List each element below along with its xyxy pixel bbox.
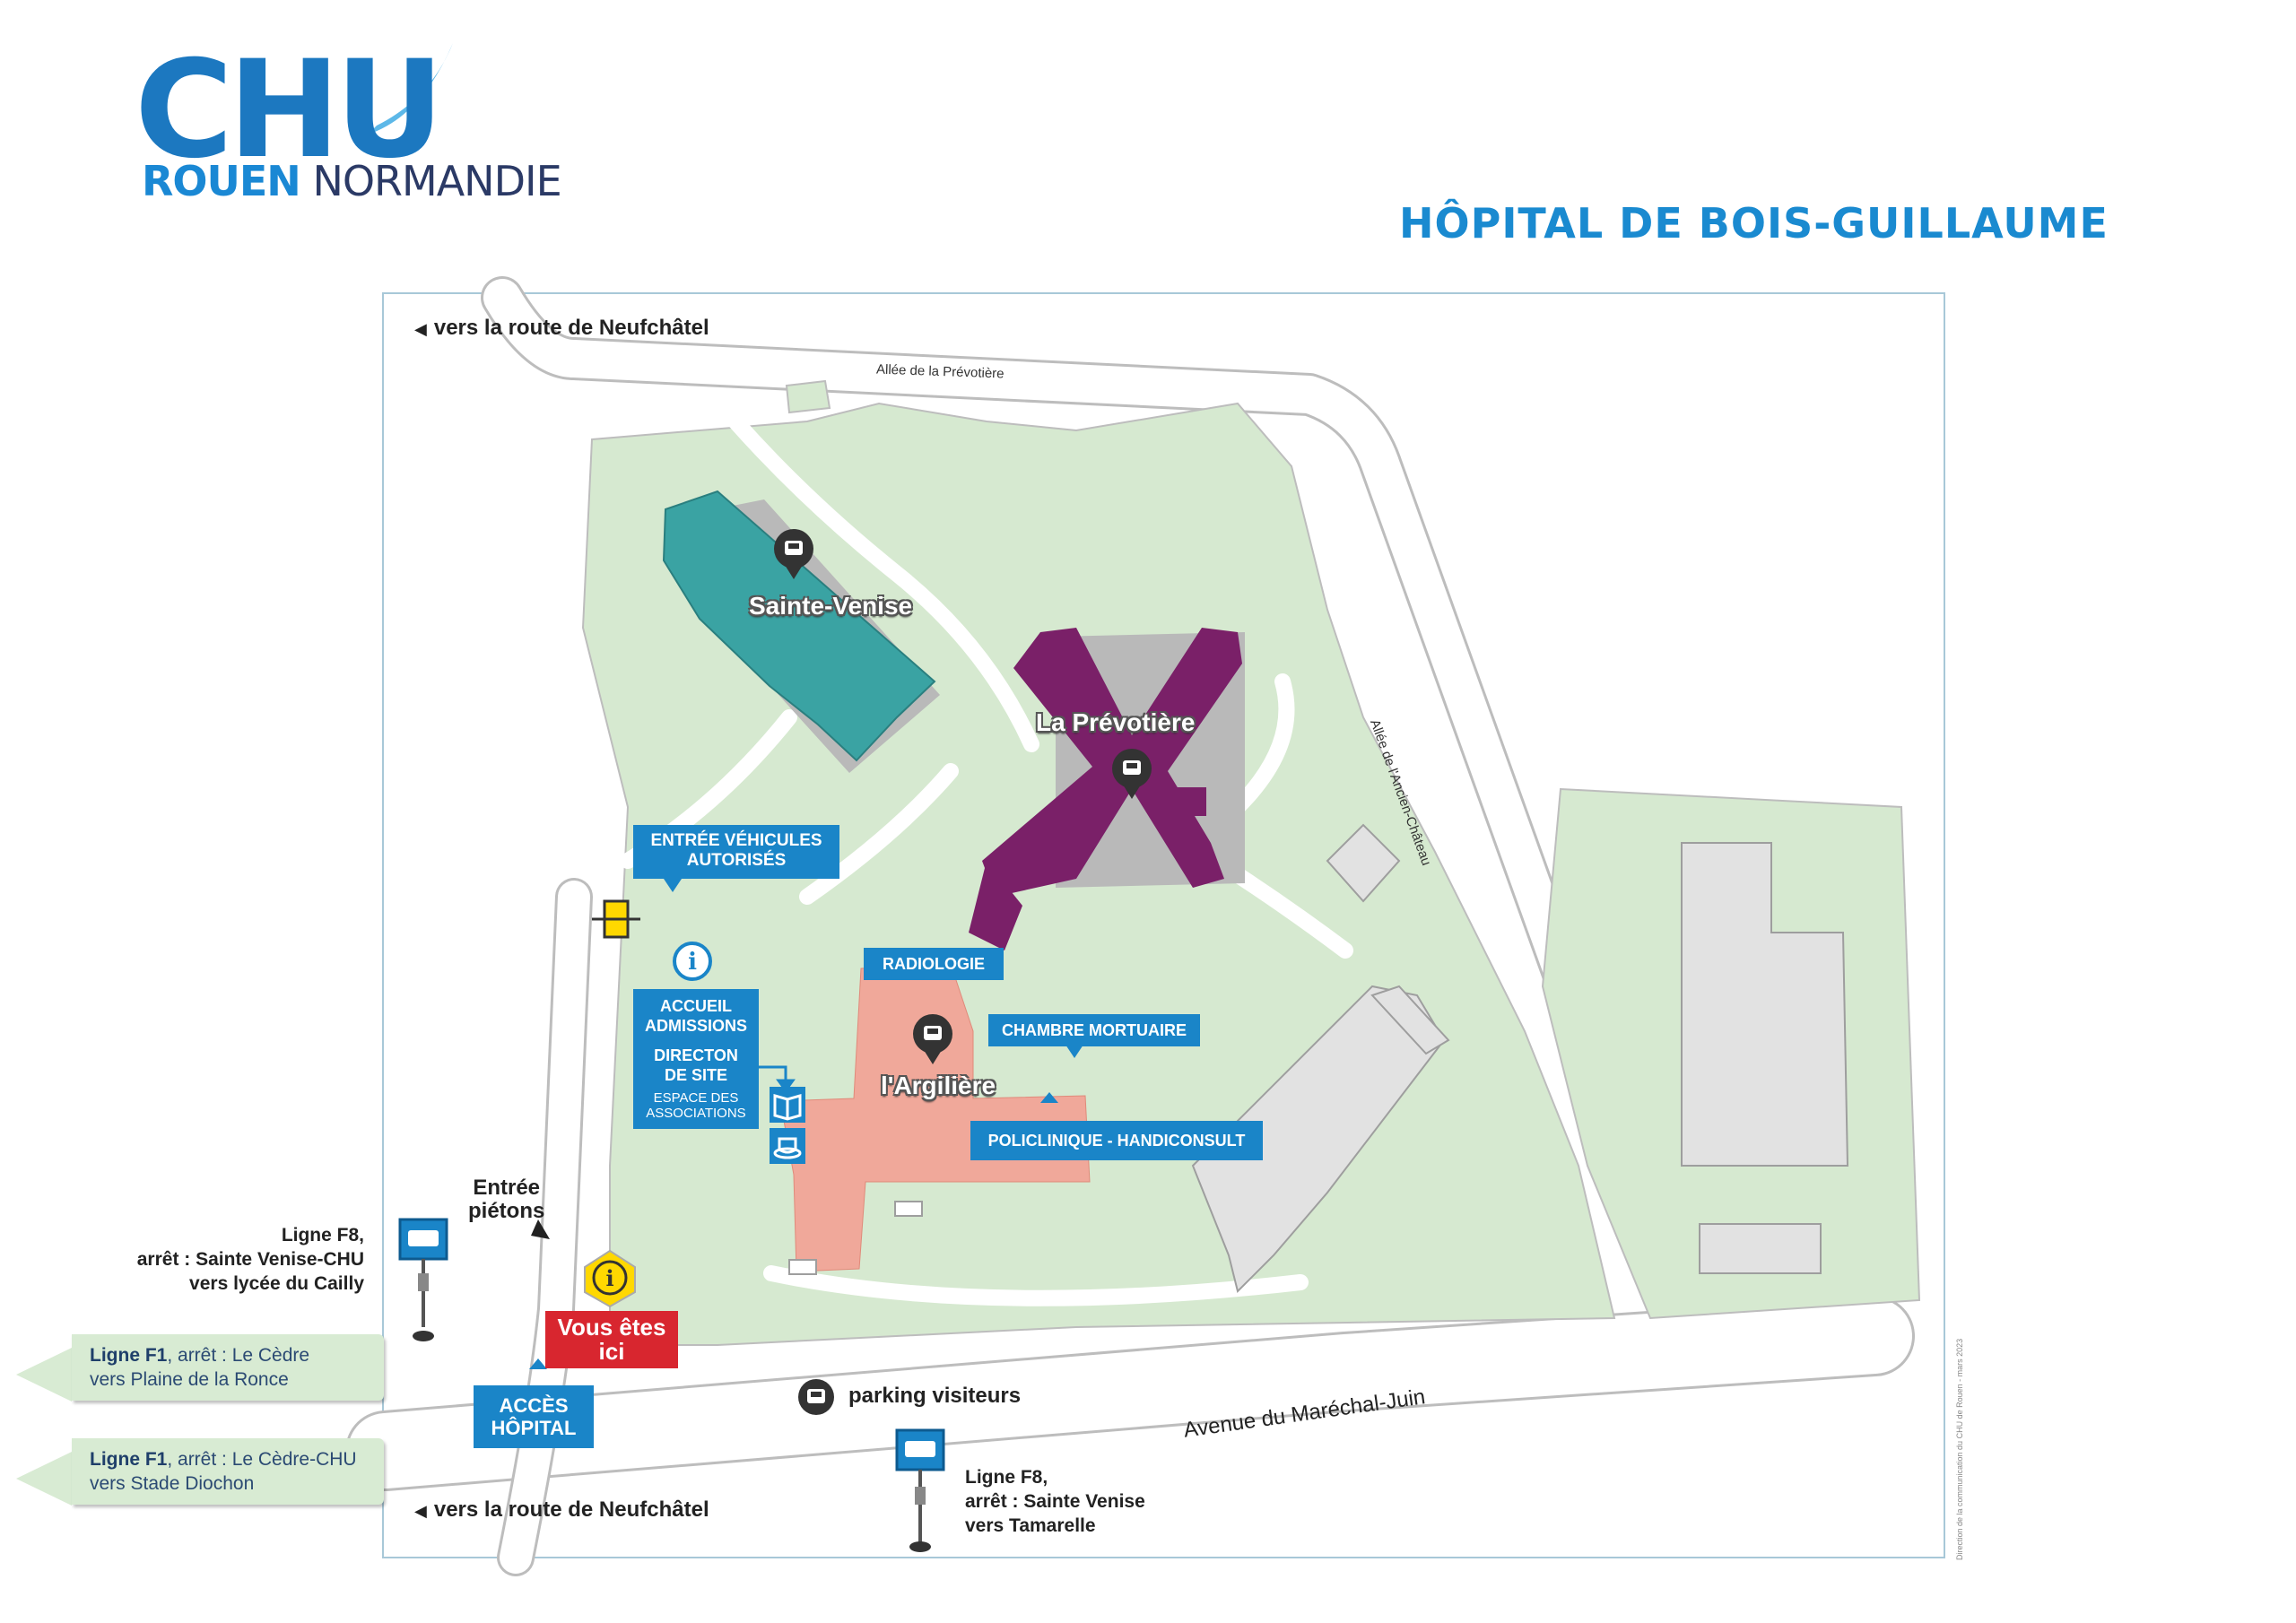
- parking-pins: [774, 529, 1152, 1415]
- bus-f1-a-stop: , arrêt : Le Cèdre: [167, 1345, 310, 1366]
- bus-f8-south-line1: Ligne F8,: [965, 1467, 1048, 1488]
- coffee-icon: [770, 1128, 805, 1164]
- vehicle-barrier: [592, 899, 640, 939]
- acces-hopital-line1: ACCÈS: [499, 1394, 569, 1417]
- label-la-prevotiere: La Prévotière: [1036, 708, 1196, 736]
- label-l-argiliere: l'Argilière: [881, 1072, 996, 1099]
- label-accueil-direction: ACCUEIL ADMISSIONS DIRECTON DE SITE ESPA…: [633, 989, 759, 1129]
- bus-f1-cedre-tag: Ligne F1, arrêt : Le Cèdre vers Plaine d…: [72, 1334, 384, 1401]
- logo-subtitle: ROUEN NORMANDIE: [142, 157, 562, 205]
- bus-f8-south-line2: arrêt : Sainte Venise: [965, 1491, 1145, 1512]
- parking-pin-icon: [774, 529, 813, 579]
- road-label-top-left: ◀vers la route de Neufchâtel: [414, 316, 709, 340]
- info-icon: i: [673, 942, 712, 981]
- acces-hopital-line2: HÔPITAL: [491, 1417, 577, 1439]
- building-la-prevotiere: [969, 628, 1242, 950]
- parking-pin-icon: [913, 1014, 952, 1064]
- label-parking-visiteurs: parking visiteurs: [848, 1384, 1022, 1408]
- svg-text:i: i: [688, 949, 697, 976]
- bus-f1-a-line: Ligne F1: [90, 1345, 168, 1366]
- building-sainte-venise: [662, 490, 936, 762]
- page-title: HÔPITAL DE BOIS-GUILLAUME: [1399, 199, 2109, 247]
- label-entree-pietons: Entrée piétons: [468, 1176, 544, 1223]
- info-you-are-here-icon: i: [584, 1249, 636, 1308]
- bus-stop-north-icon: [398, 1218, 448, 1341]
- bus-f8-north-line2: arrêt : Sainte Venise-CHU: [136, 1249, 364, 1270]
- parking-icon: [798, 1379, 834, 1415]
- arrow-left-icon: ◀: [414, 1502, 427, 1520]
- f1-arrows: [16, 1348, 72, 1506]
- espace-line1: ESPACE DES: [653, 1090, 739, 1106]
- svg-text:i: i: [605, 1265, 613, 1291]
- bus-f8-north-line3: vers lycée du Cailly: [189, 1273, 364, 1294]
- parking-pin-icon: [1112, 749, 1152, 799]
- label-chambre-mortuaire: CHAMBRE MORTUAIRE: [988, 1014, 1200, 1046]
- label-entree-vehicules: ENTRÉE VÉHICULES AUTORISÉS: [633, 825, 839, 879]
- vous-etes-ici-line2: ici: [598, 1338, 625, 1365]
- label-acces-hopital: ACCÈS HÔPITAL: [474, 1385, 594, 1448]
- grey-buildings: [1191, 823, 1849, 1293]
- bus-f1-a-dir: vers Plaine de la Ronce: [90, 1369, 289, 1390]
- road-label-bottom-left: ◀vers la route de Neufchâtel: [414, 1497, 709, 1522]
- small-grey-house: [785, 379, 831, 414]
- direction-line2: DE SITE: [664, 1066, 727, 1084]
- entree-vehicules-line2: AUTORISÉS: [686, 851, 787, 870]
- bus-f1-b-dir: vers Stade Diochon: [90, 1473, 255, 1494]
- accueil-line2: ADMISSIONS: [644, 1017, 747, 1035]
- entree-pietons-line1: Entrée: [473, 1176, 541, 1200]
- label-radiologie: RADIOLOGIE: [864, 948, 1004, 980]
- label-policlinique: POLICLINIQUE - HANDICONSULT: [970, 1121, 1263, 1160]
- accueil-line1: ACCUEIL: [660, 997, 732, 1015]
- bus-f1-b-line: Ligne F1: [90, 1449, 168, 1470]
- bus-f1-cedre-chu-tag: Ligne F1, arrêt : Le Cèdre-CHU vers Stad…: [72, 1438, 384, 1505]
- bus-f8-south-line3: vers Tamarelle: [965, 1515, 1096, 1536]
- espace-line2: ASSOCIATIONS: [646, 1106, 746, 1121]
- bus-stop-south-icon: [895, 1428, 945, 1552]
- misc-marks: [788, 1201, 923, 1275]
- entree-pietons-line2: piétons: [468, 1199, 545, 1223]
- pedestrian-arrow: [531, 1219, 550, 1239]
- credit-text: Direction de la communication du CHU de …: [1955, 1338, 1964, 1560]
- bus-f1-b-stop: , arrêt : Le Cèdre-CHU: [167, 1449, 357, 1470]
- vous-etes-ici-line1: Vous êtes: [557, 1314, 666, 1341]
- logo-normandie: NORMANDIE: [312, 157, 561, 205]
- bus-f8-north-line1: Ligne F8,: [281, 1225, 364, 1245]
- bus-f8-south-text: Ligne F8, arrêt : Sainte Venise vers Tam…: [965, 1465, 1145, 1538]
- logo-rouen: ROUEN: [142, 157, 301, 205]
- direction-arrow: [758, 1065, 796, 1093]
- direction-line1: DIRECTON: [654, 1046, 738, 1064]
- arrow-left-icon: ◀: [414, 320, 427, 338]
- entree-vehicules-line1: ENTRÉE VÉHICULES: [650, 831, 822, 850]
- you-are-here-badge: Vous êtes ici: [545, 1311, 678, 1368]
- logo-chu: CHU: [135, 32, 444, 188]
- bus-f8-north-text: Ligne F8, arrêt : Sainte Venise-CHU vers…: [126, 1223, 364, 1296]
- label-sainte-venise: Sainte-Venise: [749, 592, 913, 620]
- book-icon: [770, 1087, 805, 1123]
